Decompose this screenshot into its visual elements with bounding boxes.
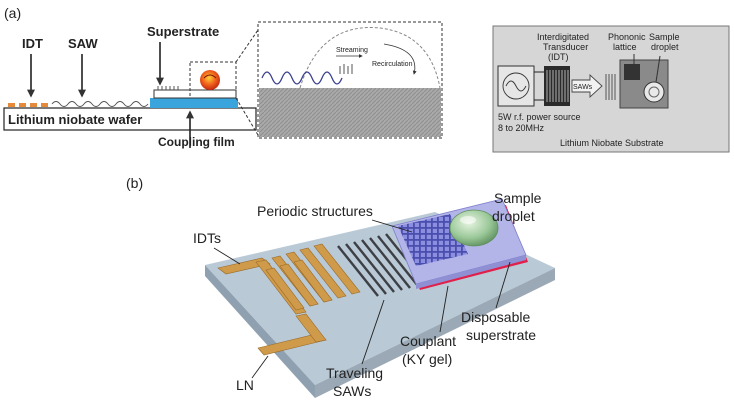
inset-phononic-1: Phononic: [608, 32, 646, 42]
superstrate-pillars: [157, 86, 179, 90]
traveling-saws-label-1: Traveling: [326, 365, 383, 381]
inset-power-1: 5W r.f. power source: [498, 112, 581, 122]
idt-electrodes: [8, 103, 48, 107]
inset-power-2: 8 to 20MHz: [498, 123, 545, 133]
couplant-label-1: Couplant: [400, 333, 456, 349]
wafer-label: Lithium niobate wafer: [8, 112, 142, 127]
inset-sample-2: droplet: [651, 42, 679, 52]
inset-idt-title-3: (IDT): [548, 52, 569, 62]
inset-saws-label: SAWs: [573, 84, 593, 91]
inset-phononic-2: lattice: [613, 42, 637, 52]
sample-droplet-label-2: droplet: [492, 208, 535, 224]
idt-comb: [217, 243, 361, 356]
saw-wave: [51, 101, 149, 107]
recirculation-label: Recirculation: [372, 61, 413, 68]
droplet: [200, 70, 220, 90]
inset-idt-title-2: Transducer: [543, 42, 588, 52]
coupling-film-label: Coupling film: [158, 135, 235, 149]
sample-droplet: [449, 209, 499, 247]
idt-label: IDT: [22, 36, 43, 51]
superstrate: [153, 89, 237, 99]
periodic-structures-label: Periodic structures: [257, 203, 373, 219]
inset-substrate-label: Lithium Niobate Substrate: [560, 138, 664, 148]
couplant-label-2: (KY gel): [402, 351, 452, 367]
disposable-label-1: Disposable: [461, 309, 530, 325]
inset-idt-title-1: Interdigitated: [537, 32, 589, 42]
zoom-saw-wave: [261, 71, 343, 85]
idts-label: IDTs: [193, 230, 221, 246]
saws-arrow: [571, 73, 603, 99]
superstrate-label: Superstrate: [147, 24, 219, 39]
saw-label: SAW: [68, 36, 98, 51]
panel-b-label: (b): [126, 175, 143, 191]
panel-a-label: (a): [4, 5, 21, 21]
sample-droplet-label-1: Sample: [494, 190, 542, 206]
inset-idt: [544, 66, 570, 106]
streaming-label: Streaming: [336, 47, 368, 54]
disposable-label-2: superstrate: [466, 327, 536, 343]
phononic-lattice: [605, 74, 616, 100]
traveling-saws-label-2: SAWs: [333, 383, 371, 399]
inset-sample-droplet: [643, 81, 665, 103]
ln-label: LN: [236, 377, 254, 393]
inset-sample-1: Sample: [649, 32, 680, 42]
coupling-film: [150, 98, 238, 108]
